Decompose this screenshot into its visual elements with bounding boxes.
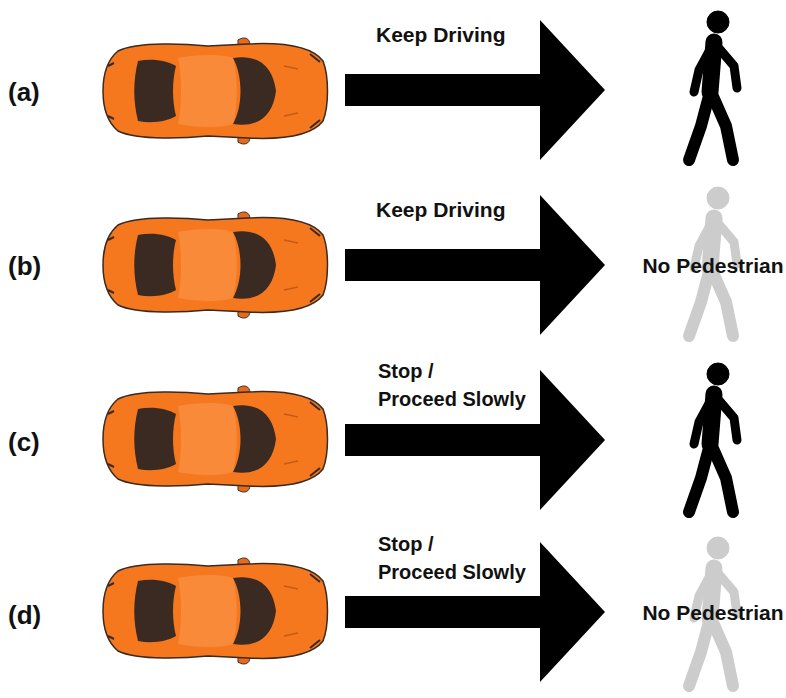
row-letter: (c) bbox=[8, 427, 40, 457]
label-box: (d) bbox=[8, 597, 68, 633]
label-box: Stop / Proceed Slowly bbox=[378, 530, 540, 586]
label-box: Stop / Proceed Slowly bbox=[378, 357, 540, 413]
arrow-graphic bbox=[345, 195, 605, 335]
action-label: Stop / Proceed Slowly bbox=[378, 360, 526, 410]
row-letter: (d) bbox=[8, 600, 41, 630]
label-box: Keep Driving bbox=[376, 195, 576, 224]
pedestrian-status: No Pedestrian bbox=[642, 601, 783, 624]
arrow-graphic bbox=[345, 20, 605, 160]
wrap-spacer bbox=[450, 530, 540, 531]
label-box: Keep Driving bbox=[376, 20, 576, 49]
car-illustration bbox=[103, 558, 328, 664]
car-illustration bbox=[103, 38, 328, 144]
action-label: Keep Driving bbox=[376, 198, 506, 221]
wrap-spacer bbox=[450, 357, 540, 358]
pedestrian-figure bbox=[689, 363, 737, 512]
label-box: No Pedestrian bbox=[640, 251, 786, 280]
label-box: No Pedestrian bbox=[640, 598, 786, 627]
car-illustration bbox=[103, 386, 328, 492]
row-letter: (a) bbox=[8, 77, 40, 107]
car-illustration bbox=[103, 212, 328, 318]
pedestrian-figure bbox=[689, 11, 737, 160]
label-box: (b) bbox=[8, 248, 68, 284]
label-box: (a) bbox=[8, 74, 68, 110]
action-label: Keep Driving bbox=[376, 23, 506, 46]
pedestrian-status: No Pedestrian bbox=[642, 254, 783, 277]
row-letter: (b) bbox=[8, 251, 41, 281]
label-box: (c) bbox=[8, 424, 68, 460]
action-label: Stop / Proceed Slowly bbox=[378, 533, 526, 583]
